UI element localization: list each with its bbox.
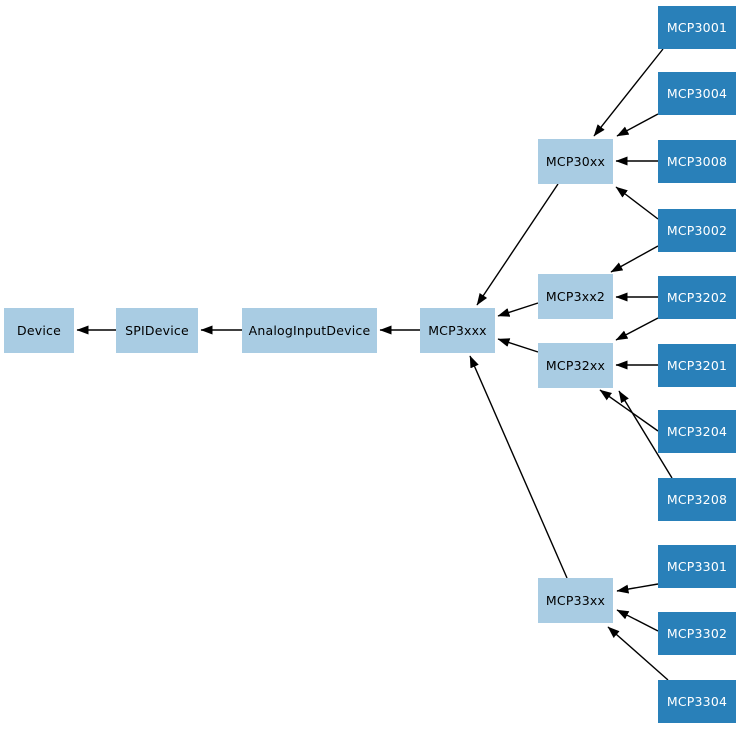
class-node-label: MCP3001 <box>666 20 728 35</box>
inheritance-arrow-mcp3304-to-mcp33xx <box>607 626 669 681</box>
class-node-mcp3xx2[interactable]: MCP3xx2 <box>538 274 613 319</box>
class-node-mcp3204[interactable]: MCP3204 <box>658 410 736 453</box>
class-node-mcp3002[interactable]: MCP3002 <box>658 209 736 252</box>
inheritance-arrow-mcp30xx-to-mcp3xxx <box>476 183 559 306</box>
inheritance-arrow-mcp3301-to-mcp33xx <box>616 583 659 594</box>
class-node-label: MCP3008 <box>666 154 728 169</box>
class-node-label: SPIDevice <box>125 323 189 338</box>
class-node-mcp3304[interactable]: MCP3304 <box>658 680 736 723</box>
inheritance-arrow-mcp3002-to-mcp30xx <box>615 186 659 220</box>
class-node-mcp33xx[interactable]: MCP33xx <box>538 578 613 623</box>
class-node-label: MCP3301 <box>666 559 728 574</box>
inheritance-arrow-mcp3204-to-mcp32xx <box>599 389 659 432</box>
class-node-mcp32xx[interactable]: MCP32xx <box>538 343 613 388</box>
class-node-label: MCP33xx <box>545 593 606 608</box>
class-node-mcp3008[interactable]: MCP3008 <box>658 140 736 183</box>
inheritance-arrow-mcp3002-to-mcp3xx2 <box>610 245 659 273</box>
class-node-label: MCP3xxx <box>428 323 487 338</box>
class-node-mcp3201[interactable]: MCP3201 <box>658 344 736 387</box>
class-node-mcp3004[interactable]: MCP3004 <box>658 72 736 115</box>
class-node-label: AnalogInputDevice <box>248 323 371 338</box>
inheritance-arrow-mcp3004-to-mcp30xx <box>616 113 659 137</box>
class-node-label: MCP3302 <box>666 626 728 641</box>
class-node-spidevice[interactable]: SPIDevice <box>116 308 198 353</box>
class-node-device[interactable]: Device <box>4 308 74 353</box>
inheritance-arrow-mcp3202-to-mcp32xx <box>615 317 659 341</box>
class-node-mcp3301[interactable]: MCP3301 <box>658 545 736 588</box>
class-node-label: Device <box>17 323 61 338</box>
class-node-mcp3xxx[interactable]: MCP3xxx <box>420 308 495 353</box>
class-node-label: MCP32xx <box>545 358 606 373</box>
class-node-label: MCP3002 <box>666 223 728 238</box>
class-node-label: MCP3xx2 <box>545 289 606 304</box>
class-node-analoginputdevice[interactable]: AnalogInputDevice <box>242 308 377 353</box>
class-node-mcp3001[interactable]: MCP3001 <box>658 6 736 49</box>
inheritance-arrow-mcp3xx2-to-mcp3xxx <box>497 302 539 317</box>
class-node-mcp3202[interactable]: MCP3202 <box>658 276 736 319</box>
class-node-label: MCP3201 <box>666 358 728 373</box>
inheritance-arrow-mcp3001-to-mcp30xx <box>593 48 664 137</box>
class-node-label: MCP30xx <box>545 154 606 169</box>
inheritance-arrow-mcp32xx-to-mcp3xxx <box>497 338 539 353</box>
inheritance-arrow-mcp3302-to-mcp33xx <box>616 609 659 632</box>
class-node-label: MCP3202 <box>666 290 728 305</box>
edge-group <box>76 48 673 681</box>
class-node-label: MCP3004 <box>666 86 728 101</box>
inheritance-arrow-mcp3208-to-mcp32xx <box>618 390 673 479</box>
class-node-mcp3208[interactable]: MCP3208 <box>658 478 736 521</box>
inheritance-arrow-mcp33xx-to-mcp3xxx <box>469 355 568 579</box>
class-node-mcp30xx[interactable]: MCP30xx <box>538 139 613 184</box>
class-node-label: MCP3304 <box>666 694 728 709</box>
class-node-mcp3302[interactable]: MCP3302 <box>658 612 736 655</box>
class-node-label: MCP3204 <box>666 424 728 439</box>
class-node-label: MCP3208 <box>666 492 728 507</box>
